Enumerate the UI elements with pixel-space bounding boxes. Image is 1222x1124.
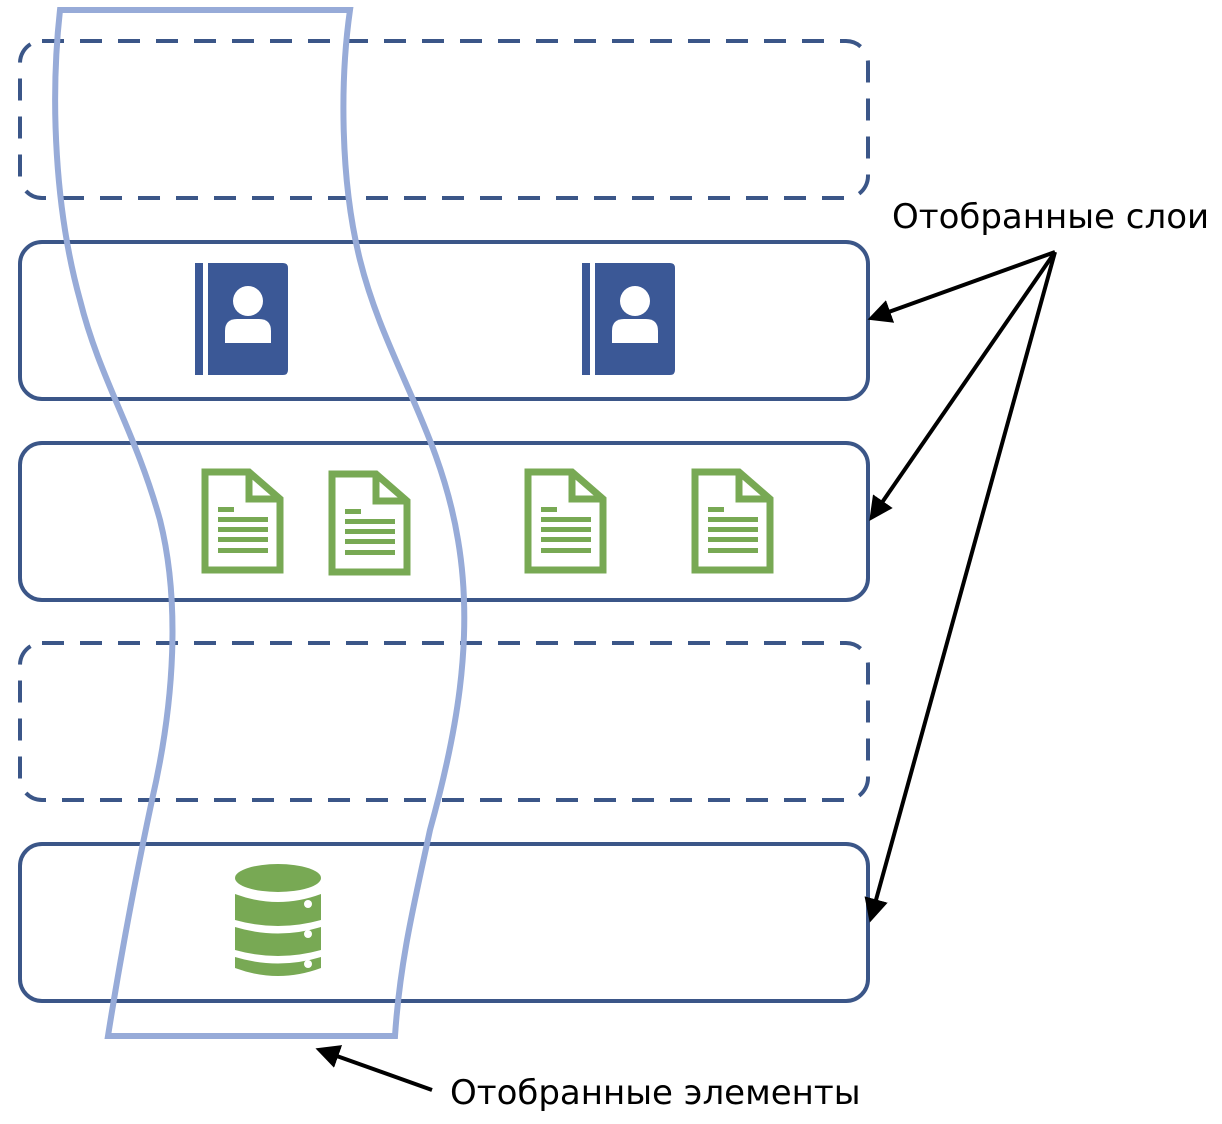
layer-5-selected[interactable]: [18, 842, 870, 1003]
contact-book-icon[interactable]: [195, 263, 288, 375]
layer-3-selected[interactable]: [18, 441, 870, 602]
document-icon[interactable]: [328, 470, 411, 576]
document-icon[interactable]: [524, 468, 607, 574]
database-icon[interactable]: [235, 864, 321, 976]
document-icon[interactable]: [691, 468, 774, 574]
arrow-to-selection-band: [315, 1045, 433, 1092]
layer-4-unselected[interactable]: [18, 641, 870, 802]
layers: [18, 39, 870, 1003]
selected-layers-label: Отобранные слои: [892, 197, 1209, 237]
selected-elements-band[interactable]: [52, 7, 468, 1039]
document-icon[interactable]: [201, 468, 284, 574]
layer-2-selected[interactable]: [18, 240, 870, 401]
selected-layers-arrows: [864, 250, 1057, 923]
selected-elements-label: Отобранные элементы: [450, 1073, 861, 1113]
arrow-to-layer-5: [864, 251, 1057, 923]
arrow-to-layer-3: [869, 250, 1057, 521]
layer-1-unselected[interactable]: [18, 39, 870, 200]
contact-book-icon[interactable]: [582, 263, 675, 375]
arrow-to-layer-2: [867, 250, 1056, 323]
